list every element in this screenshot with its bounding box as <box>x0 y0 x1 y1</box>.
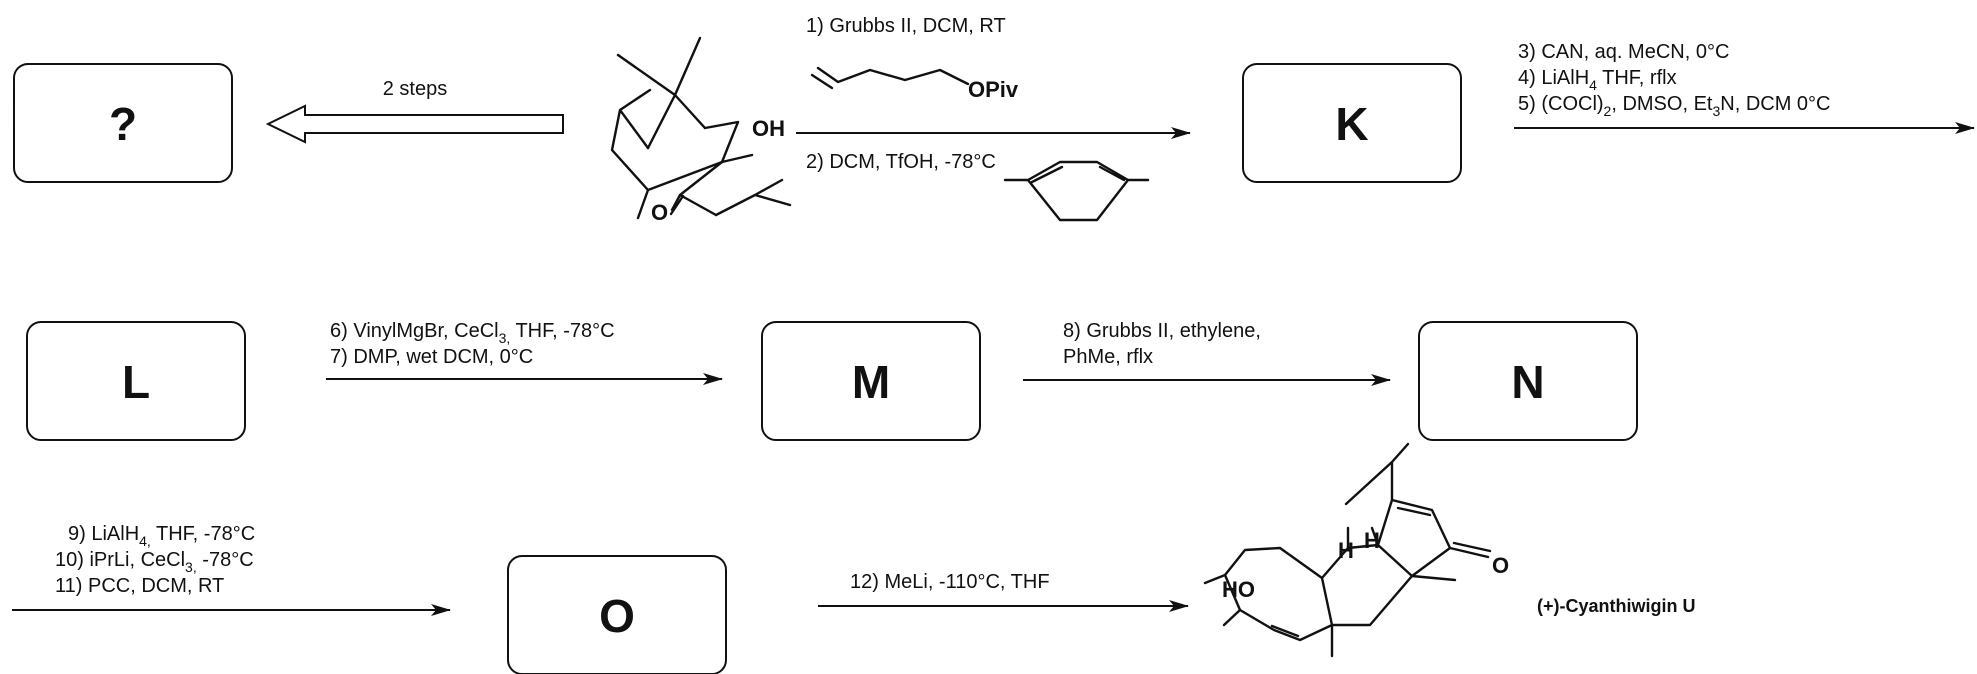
step-1-2-conditions: 1) Grubbs II, DCM, RT OPiv 2) DCM, TfOH,… <box>796 15 1191 222</box>
step-1-text: 1) Grubbs II, DCM, RT <box>806 15 1006 37</box>
intermediate-k-box: K <box>1242 63 1462 183</box>
hydroxyl-label: OH <box>752 116 785 141</box>
step-3-text: 3) CAN, aq. MeCN, 0°C <box>1518 41 1729 63</box>
starting-material-structure: OH O <box>610 36 792 225</box>
step-11-text: 11) PCC, DCM, RT <box>55 575 224 597</box>
intermediate-m-box: M <box>761 321 981 441</box>
piv-label: OPiv <box>968 77 1019 102</box>
intermediate-l-label: L <box>122 356 150 408</box>
intermediate-k-label: K <box>1335 98 1368 150</box>
step-8-text-line1: 8) Grubbs II, ethylene, <box>1063 320 1261 342</box>
step-3-5-conditions: 3) CAN, aq. MeCN, 0°C 4) LiAlH4 THF, rfl… <box>1514 41 1975 134</box>
carbonyl-oxygen-label: O <box>651 200 668 225</box>
step-6-7-conditions: 6) VinylMgBr, CeCl3, THF, -78°C 7) DMP, … <box>326 320 723 385</box>
intermediate-o-box: O <box>507 555 727 674</box>
cyanthiwigin-u-structure: HO O H H (+)-Cyanthiwigin U <box>1203 442 1696 658</box>
product-h2-label: H <box>1364 528 1380 553</box>
step-9-text: 9) LiAlH4, THF, -78°C <box>68 523 255 549</box>
step-5-text: 5) (COCl)2, DMSO, Et3N, DCM 0°C <box>1518 93 1831 119</box>
intermediate-o-label: O <box>599 590 635 642</box>
step-8-text-line2: PhMe, rflx <box>1063 346 1153 368</box>
unknown-product-box: ? <box>13 63 233 183</box>
unknown-product-label: ? <box>109 98 137 150</box>
step-9-11-conditions: 9) LiAlH4, THF, -78°C 10) iPrLi, CeCl3, … <box>12 523 451 616</box>
step-12-text: 12) MeLi, -110°C, THF <box>850 571 1050 593</box>
step-8-conditions: 8) Grubbs II, ethylene, PhMe, rflx <box>1023 320 1391 386</box>
product-h1-label: H <box>1338 538 1354 563</box>
intermediate-n-box: N <box>1418 321 1638 441</box>
retrosynthetic-arrow: 2 steps <box>265 78 564 144</box>
step-7-text: 7) DMP, wet DCM, 0°C <box>330 346 533 368</box>
retro-arrow-label: 2 steps <box>383 78 447 100</box>
product-hydroxyl-label: HO <box>1222 577 1255 602</box>
step-4-text: 4) LiAlH4 THF, rflx <box>1518 67 1677 93</box>
intermediate-n-label: N <box>1511 356 1544 408</box>
intermediate-l-box: L <box>26 321 246 441</box>
step-6-text: 6) VinylMgBr, CeCl3, THF, -78°C <box>330 320 615 346</box>
product-carbonyl-label: O <box>1492 553 1509 578</box>
step-10-text: 10) iPrLi, CeCl3, -78°C <box>55 549 254 575</box>
step-12-conditions: 12) MeLi, -110°C, THF <box>818 571 1189 612</box>
product-name-label: (+)-Cyanthiwigin U <box>1537 596 1696 616</box>
step-2-text: 2) DCM, TfOH, -78°C <box>806 151 996 173</box>
intermediate-m-label: M <box>852 356 890 408</box>
